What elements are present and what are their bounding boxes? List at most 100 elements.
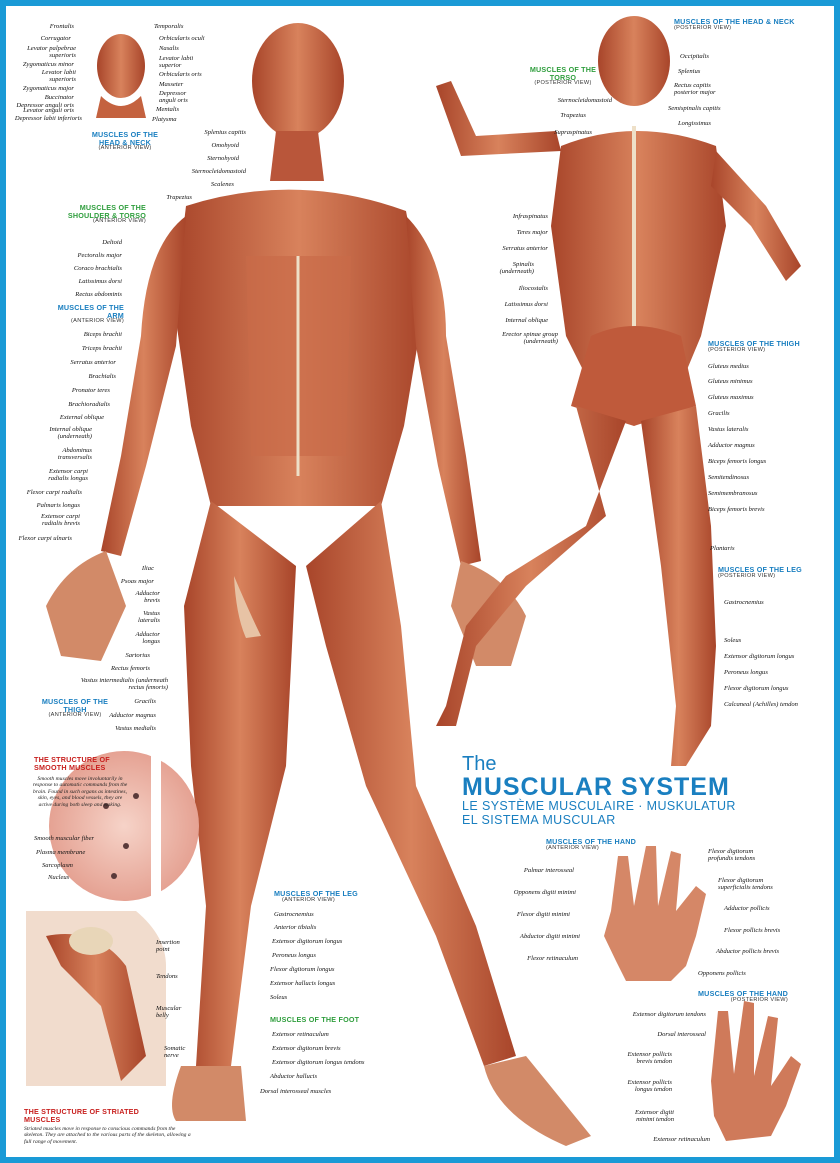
- label-mentalis: Mentalis: [156, 106, 180, 113]
- label-flexor-retinaculum-hand: Flexor retinaculum: [527, 955, 578, 962]
- label-soleus-front: Soleus: [270, 994, 288, 1001]
- label-serratus-anterior: Serratus anterior: [70, 359, 116, 366]
- label-spinalis: Spinalis (underneath): [499, 261, 534, 275]
- label-rectus-femoris: Rectus femoris: [110, 665, 150, 672]
- label-extensor-pollicis-longus: Extensor pollicis longus tendon: [627, 1079, 672, 1093]
- label-vastus-lateralis-back: Vastus lateralis: [708, 426, 749, 433]
- label-semispinalis-capitis: Semispinalis capitis: [668, 105, 721, 112]
- label-vastus-medialis: Vastus medialis: [115, 725, 156, 732]
- label-flexor-pollicis-brevis: Flexor pollicis brevis: [724, 927, 781, 934]
- label-adductor-pollicis: Adductor pollicis: [724, 905, 770, 912]
- hand-posterior-figure: [711, 1001, 801, 1141]
- label-infraspinatus: Infraspinatus: [512, 213, 548, 220]
- label-gastrocnemius-back: Gastrocnemius: [724, 599, 764, 606]
- label-insertion-point: Insertion point: [156, 939, 180, 953]
- label-nucleus: Nucleus: [48, 874, 70, 881]
- label-splenius: Splenius: [678, 68, 701, 75]
- label-muscular-belly: Muscular belly: [156, 1005, 182, 1019]
- label-depressor-labii: Depressor labii inferioris: [14, 115, 82, 122]
- label-abductor-pollicis-brevis: Abductor pollicis brevis: [716, 948, 780, 955]
- label-sternocleidomastoid: Sternocleidomastoid: [191, 168, 246, 175]
- label-adductor-magnus-back: Adductor magnus: [708, 442, 755, 449]
- poster-canvas: MUSCLES OF THE HEAD & NECK (ANTERIOR VIE…: [6, 6, 834, 1157]
- label-palmar-interosseal: Palmar interosseal: [523, 867, 574, 874]
- label-supraspinatus: Supraspinatus: [554, 129, 592, 136]
- label-rectus-abdominis: Rectus abdominis: [75, 291, 122, 298]
- heading-thigh-anterior: MUSCLES OF THE THIGH (ANTERIOR VIEW): [41, 697, 109, 719]
- label-internal-oblique: Internal oblique (underneath): [49, 426, 92, 440]
- striated-muscle-diagram: [26, 911, 166, 1086]
- label-zygomaticus-major: Zygomaticus major: [22, 85, 74, 92]
- label-tendons: Tendons: [156, 973, 178, 980]
- label-abductor-digiti-minimi: Abductor digiti minimi: [519, 933, 580, 940]
- smooth-muscle-diagram: [49, 746, 199, 906]
- heading-smooth-muscles: THE STRUCTURE OF SMOOTH MUSCLES: [34, 755, 110, 772]
- heading-foot: MUSCLES OF THE FOOT: [270, 1015, 360, 1024]
- label-internal-oblique-back: Internal oblique: [505, 317, 548, 324]
- label-nasalis: Nasalis: [159, 45, 179, 52]
- label-levator-labii-superior: Levator labii superior: [159, 55, 194, 69]
- label-semimembranosus: Semimembranosus: [708, 490, 758, 497]
- title-french-german: LE SYSTÈME MUSCULAIRE · MUSKULATUR: [462, 799, 736, 813]
- label-extensor-digitorum-longus-tendons: Extensor digitorum longus tendons: [272, 1059, 365, 1066]
- label-temporalis: Temporalis: [154, 23, 184, 30]
- label-extensor-retinaculum-hand: Extensor retinaculum: [653, 1136, 710, 1143]
- label-smooth-fiber: Smooth muscular fiber: [34, 835, 95, 842]
- label-iliocostalis: Iliocostalis: [518, 285, 548, 292]
- label-peroneus-longus-front: Peroneus longus: [272, 952, 316, 959]
- label-gracilis-back: Gracilis: [708, 410, 730, 417]
- label-extensor-carpi-radialis-brevis: Extensor carpi radialis brevis: [40, 513, 80, 527]
- label-opponens-digiti-minimi: Opponens digiti minimi: [513, 889, 576, 896]
- label-extensor-digiti-minimi: Extensor digiti minimi tendon: [634, 1109, 674, 1123]
- label-levator-labii: Levator labii superioris: [41, 69, 76, 83]
- heading-leg-posterior: MUSCLES OF THE LEG (POSTERIOR VIEW): [718, 565, 802, 579]
- label-omohyoid: Omohyoid: [211, 142, 239, 149]
- label-platysma: Platysma: [152, 116, 177, 123]
- label-levator-anguli: Levator anguli oris: [23, 107, 74, 114]
- anterior-body-figure: [46, 23, 591, 1146]
- label-occipitalis: Occipitalis: [680, 53, 709, 60]
- label-brachialis: Brachialis: [88, 373, 116, 380]
- heading-arm: MUSCLES OF THE ARM (ANTERIOR VIEW): [57, 303, 124, 325]
- label-semitendinosus: Semitendinosus: [708, 474, 750, 481]
- label-extensor-pollicis-brevis: Extensor pollicis brevis tendon: [627, 1051, 672, 1065]
- label-vastus-lateralis: Vastus lateralis: [138, 610, 160, 624]
- label-psoas-major: Psoas major: [120, 578, 154, 585]
- anatomy-illustrations: [26, 16, 801, 1146]
- label-sternocleidomastoid-back: Sternocleidomastoid: [557, 97, 612, 104]
- heading-head-neck-posterior: MUSCLES OF THE HEAD & NECK (POSTERIOR VI…: [674, 17, 795, 31]
- face-anterior-figure: [96, 34, 146, 118]
- label-flexor-digitorum-longus-back: Flexor digitorum longus: [724, 685, 789, 692]
- label-palmaris-longus: Palmaris longus: [36, 502, 80, 509]
- smooth-muscles-text: Smooth muscles move involuntarily in res…: [32, 776, 128, 808]
- striated-muscles-text: Striated muscles move in response to con…: [24, 1126, 191, 1145]
- label-flexor-carpi-ulnaris: Flexor carpi ulnaris: [18, 535, 72, 542]
- label-sartorius: Sartorius: [125, 652, 150, 659]
- label-plantaris: Plantaris: [710, 545, 735, 552]
- label-peroneus-longus-back: Peroneus longus: [724, 669, 768, 676]
- heading-shoulder-torso: MUSCLES OF THE SHOULDER & TORSO (ANTERIO…: [67, 203, 146, 225]
- label-scalenes: Scalenes: [210, 181, 234, 188]
- label-depressor-anguli: Depressor anguli oris: [16, 102, 74, 109]
- label-anterior-tibialis: Anterior tibialis: [274, 924, 317, 931]
- label-extensor-retinaculum-foot: Extensor retinaculum: [272, 1031, 329, 1038]
- label-pronator-teres: Pronator teres: [71, 387, 110, 394]
- label-teres-major: Teres major: [516, 229, 548, 236]
- label-serratus-anterior-back: Serratus anterior: [502, 245, 548, 252]
- label-latissimus-dorsi: Latissimus dorsi: [78, 278, 122, 285]
- label-levator-palpebrae: Levator palpebrae superioris: [27, 45, 76, 59]
- label-extensor-hallucis-longus: Extensor hallucis longus: [270, 980, 336, 987]
- label-coraco-brachialis: Coraco brachialis: [73, 265, 122, 272]
- posterior-body-figure: [436, 16, 801, 766]
- label-dorsal-interosseal-hand: Dorsal interosseal: [657, 1031, 706, 1038]
- label-biceps-femoris-brevis: Biceps femoris brevis: [708, 506, 765, 513]
- label-flexor-digitorum-superficialis: Flexor digitorum superficialis tendons: [718, 877, 773, 891]
- label-extensor-digitorum-longus-front: Extensor digitorum longus: [272, 938, 343, 945]
- label-sarcoplasm: Sarcoplasm: [42, 862, 73, 869]
- label-abductor-hallucis: Abductor hallucis: [270, 1073, 318, 1080]
- label-trapezius: Trapezius: [166, 194, 192, 201]
- label-adductor-brevis: Adductor brevis: [135, 590, 160, 604]
- label-longissimus: Longissimus: [678, 120, 711, 127]
- label-masseter: Masseter: [159, 81, 184, 88]
